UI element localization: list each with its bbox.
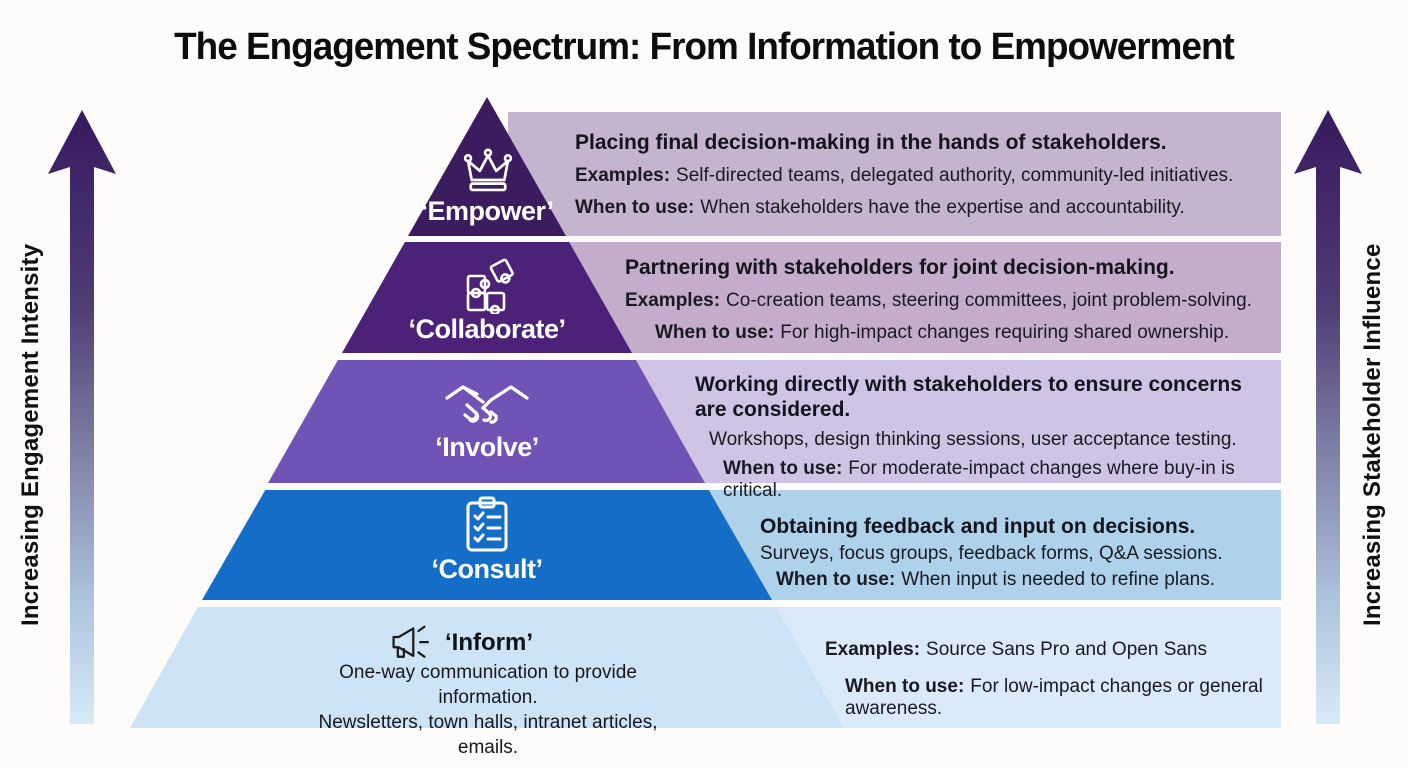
collaborate-when-to-use: When to use:For high-impact changes requ… [625, 322, 1275, 344]
consult-examples: Surveys, focus groups, feedback forms, Q… [760, 543, 1280, 565]
inform-label: ‘Inform’ [445, 629, 533, 656]
examples-value: Self-directed teams, delegated authority… [676, 165, 1234, 186]
empower-label: ‘Empower’ [420, 196, 554, 226]
inform-text: Examples:Source Sans Pro and Open Sans W… [825, 639, 1285, 720]
crown-icon [463, 148, 513, 192]
involve-label: ‘Involve’ [435, 432, 539, 462]
when-value: For moderate-impact changes where buy-in… [723, 458, 1235, 501]
when-value: When stakeholders have the expertise and… [700, 197, 1185, 218]
examples-value: Workshops, design thinking sessions, use… [709, 429, 1237, 450]
page-title: The Engagement Spectrum: From Informatio… [174, 26, 1235, 68]
when-value: When input is needed to refine plans. [901, 569, 1215, 590]
inform-description-line2: Newsletters, town halls, intranet articl… [318, 712, 658, 758]
handshake-icon [445, 385, 529, 424]
inform-description: One-way communication to provide informa… [288, 660, 688, 760]
when-label: When to use: [655, 322, 775, 343]
when-label: When to use: [845, 676, 965, 697]
involve-text: Working directly with stakeholders to en… [695, 372, 1270, 502]
consult-description: Obtaining feedback and input on decision… [760, 515, 1196, 538]
collaborate-text: Partnering with stakeholders for joint d… [625, 255, 1275, 344]
when-label: When to use: [575, 197, 695, 218]
empower-when-to-use: When to use:When stakeholders have the e… [575, 197, 1270, 219]
puzzle-icon [466, 258, 514, 314]
involve-description: Working directly with stakeholders to en… [695, 373, 1242, 421]
consult-text: Obtaining feedback and input on decision… [760, 514, 1280, 591]
inform-when-to-use: When to use:For low-impact changes or ge… [825, 676, 1285, 720]
consult-when-to-use: When to use:When input is needed to refi… [760, 569, 1280, 591]
examples-value: Co-creation teams, steering committees, … [726, 290, 1252, 311]
inform-examples: Examples:Source Sans Pro and Open Sans [825, 639, 1285, 661]
collaborate-panel [508, 242, 1281, 353]
when-value: For high-impact changes requiring shared… [780, 322, 1230, 343]
when-label: When to use: [776, 569, 896, 590]
inform-title-row: ‘Inform’ [385, 624, 533, 662]
examples-value: Surveys, focus groups, feedback forms, Q… [760, 543, 1223, 564]
megaphone-icon [392, 625, 429, 658]
clipboard-icon [466, 496, 508, 552]
right-axis-label: Increasing Stakeholder Influence [1359, 243, 1386, 627]
left-gradient-arrow [48, 110, 116, 724]
left-axis-label: Increasing Engagement Intensity [17, 243, 44, 627]
when-label: When to use: [723, 458, 843, 479]
involve-examples: Workshops, design thinking sessions, use… [695, 429, 1270, 451]
empower-panel [508, 112, 1281, 236]
collaborate-description: Partnering with stakeholders for joint d… [625, 256, 1175, 279]
empower-examples: Examples:Self-directed teams, delegated … [575, 165, 1270, 187]
consult-label: ‘Consult’ [431, 554, 544, 584]
when-value: For low-impact changes or general awaren… [845, 676, 1263, 719]
involve-when-to-use: When to use:For moderate-impact changes … [695, 458, 1270, 502]
right-gradient-arrow [1294, 110, 1362, 724]
examples-label: Examples: [825, 639, 921, 660]
empower-description: Placing final decision-making in the han… [575, 131, 1167, 154]
inform-pyramid-level [130, 607, 844, 728]
examples-value: Source Sans Pro and Open Sans [926, 639, 1208, 660]
collaborate-label: ‘Collaborate’ [408, 314, 566, 344]
inform-description-line1: One-way communication to provide informa… [339, 662, 637, 708]
examples-label: Examples: [575, 165, 671, 186]
examples-label: Examples: [625, 290, 721, 311]
empower-text: Placing final decision-making in the han… [575, 130, 1270, 219]
collaborate-examples: Examples:Co-creation teams, steering com… [625, 290, 1275, 312]
